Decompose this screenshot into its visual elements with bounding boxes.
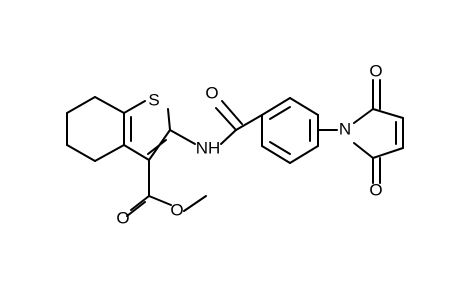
- ring-cyclohexane-bond: [66, 96, 96, 114]
- benzene-double-bond: [269, 141, 291, 155]
- bond-layer: [66, 79, 404, 217]
- amide-carbonyl-bond: [215, 107, 237, 131]
- methoxy-bond: [183, 195, 207, 212]
- benzene-double-bond: [269, 106, 291, 120]
- ring-cyclohexane-bond: [66, 144, 96, 162]
- ester-carbonyl-bond: [130, 195, 150, 211]
- amide-n-bond: [169, 129, 196, 145]
- benzene-bond: [261, 145, 291, 164]
- ring-cyclohexane-bond: [94, 144, 125, 162]
- thiophene-double-bond: [147, 139, 167, 155]
- thiophene-bond: [167, 108, 171, 131]
- benzene-bond: [289, 145, 319, 164]
- imide-bond: [353, 108, 374, 124]
- aryl-bond: [235, 114, 263, 131]
- imide-bond: [372, 147, 404, 159]
- amide-carbonyl-double-bond: [221, 100, 243, 125]
- ring-cyclohexane-bond: [94, 96, 125, 114]
- imide-bond: [372, 108, 404, 119]
- amide-nh-label: NH: [196, 138, 221, 157]
- ester-carbonyl-double-bond: [126, 201, 146, 217]
- ester-link-oxygen-label: O: [170, 200, 183, 219]
- ester-carbonyl-oxygen-label: O: [116, 208, 129, 227]
- thiophene-bond: [123, 100, 146, 114]
- imide-nitrogen-label: N: [339, 119, 351, 138]
- imide-top-oxygen-label: O: [369, 61, 382, 80]
- ester-bond: [148, 195, 172, 206]
- benzene-bond: [289, 97, 319, 116]
- benzene-bond: [261, 97, 291, 116]
- imide-bond: [353, 142, 374, 159]
- imide-bottom-oxygen-label: O: [369, 180, 382, 199]
- amide-carbon-bond: [220, 129, 237, 145]
- amide-oxygen-label: O: [205, 83, 218, 102]
- thiophene-bond: [123, 144, 150, 161]
- sulfur-atom-label: S: [148, 90, 159, 109]
